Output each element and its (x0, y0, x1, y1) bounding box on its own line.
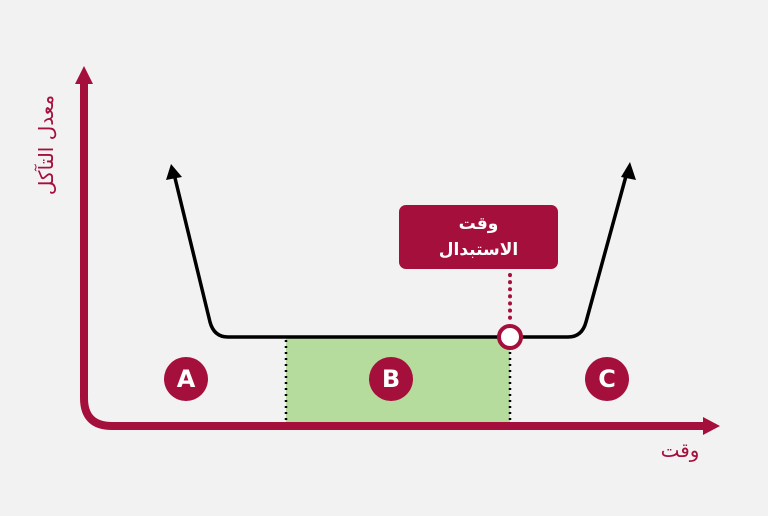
axes (80, 82, 706, 430)
callout-line-1: وقت (458, 214, 499, 234)
zone-c-badge: C (585, 357, 629, 401)
y-axis-label-text: معدل التآكل (34, 94, 59, 196)
zone-a-badge: A (164, 357, 208, 401)
replacement-time-callout: وقت الاستبدال (399, 205, 558, 269)
x-axis-label: وقت (660, 438, 700, 462)
curve-left-arrow-icon (166, 164, 182, 180)
x-axis-arrow-icon (703, 417, 720, 435)
curve-right-arrow-icon (621, 162, 636, 180)
failure-rate-curve (173, 175, 628, 339)
callout-line-2: الاستبدال (438, 240, 519, 260)
zone-b-badge: B (369, 357, 413, 401)
y-axis-label: معدل التآكل (22, 80, 70, 210)
replacement-point-marker (497, 324, 523, 350)
y-axis-arrow-icon (75, 66, 93, 84)
